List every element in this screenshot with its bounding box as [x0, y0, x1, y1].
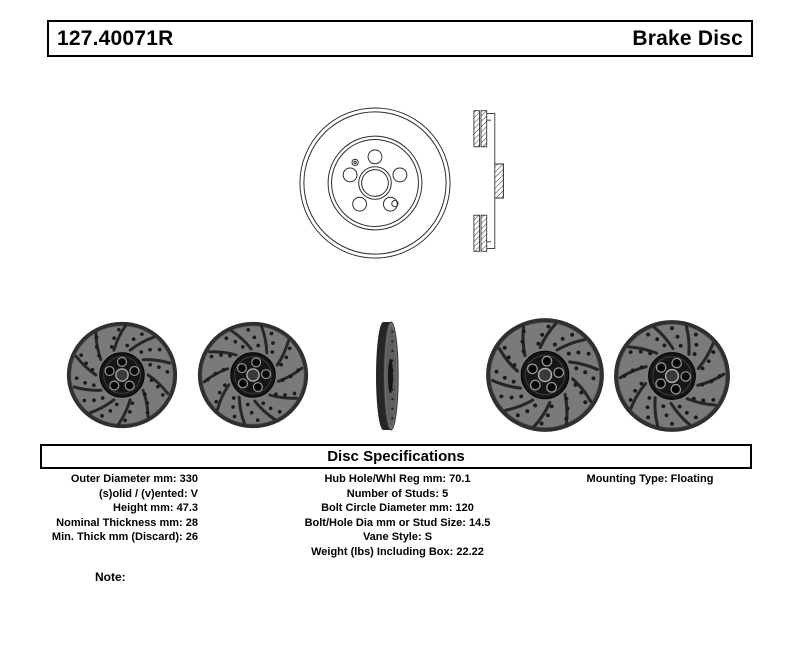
rotor-photo-2: [195, 317, 311, 438]
spec-row: Bolt Circle Diameter mm: 120: [321, 502, 474, 514]
spec-row: Nominal Thickness mm: 28: [56, 516, 198, 529]
spec-row: Bolt/Hole Dia mm or Stud Size: 14.5: [304, 516, 491, 529]
spec-row: Number of Studs: 5: [346, 487, 449, 500]
product-type-title: Brake Disc: [632, 26, 743, 50]
spec-column-left: Outer Diameter mm: 330 (s)olid / (v)ented…: [40, 472, 198, 545]
rotor-photo-edge: [363, 317, 417, 440]
disc-specifications-title: Disc Specifications: [327, 448, 465, 465]
spec-row: Min. Thick mm (Discard): 26: [51, 531, 198, 543]
disc-cross-section-drawing: [472, 107, 510, 255]
disc-specifications-header: Disc Specifications: [40, 444, 752, 469]
spec-row: Hub Hole/Whl Reg mm: 70.1: [324, 473, 471, 485]
spec-column-right: Mounting Type: Floating: [555, 472, 745, 487]
spec-row: Outer Diameter mm: 330: [70, 473, 198, 485]
spec-row: Height mm: 47.3: [113, 502, 198, 514]
rotor-photo-1: [64, 317, 180, 438]
rotor-photo-5: [611, 315, 733, 442]
spec-row: Mounting Type: Floating: [586, 473, 714, 485]
part-number: 127.40071R: [57, 26, 174, 50]
note-label: Note:: [95, 570, 126, 584]
disc-front-line-drawing: [296, 104, 454, 262]
rotor-photo-4: [483, 313, 607, 442]
spec-row: Weight (lbs) Including Box: 22.22: [311, 545, 484, 558]
spec-row: (s)olid / (v)ented: V: [99, 487, 198, 500]
header-bar: 127.40071R Brake Disc: [47, 20, 753, 57]
spec-row: Vane Style: S: [362, 531, 433, 543]
